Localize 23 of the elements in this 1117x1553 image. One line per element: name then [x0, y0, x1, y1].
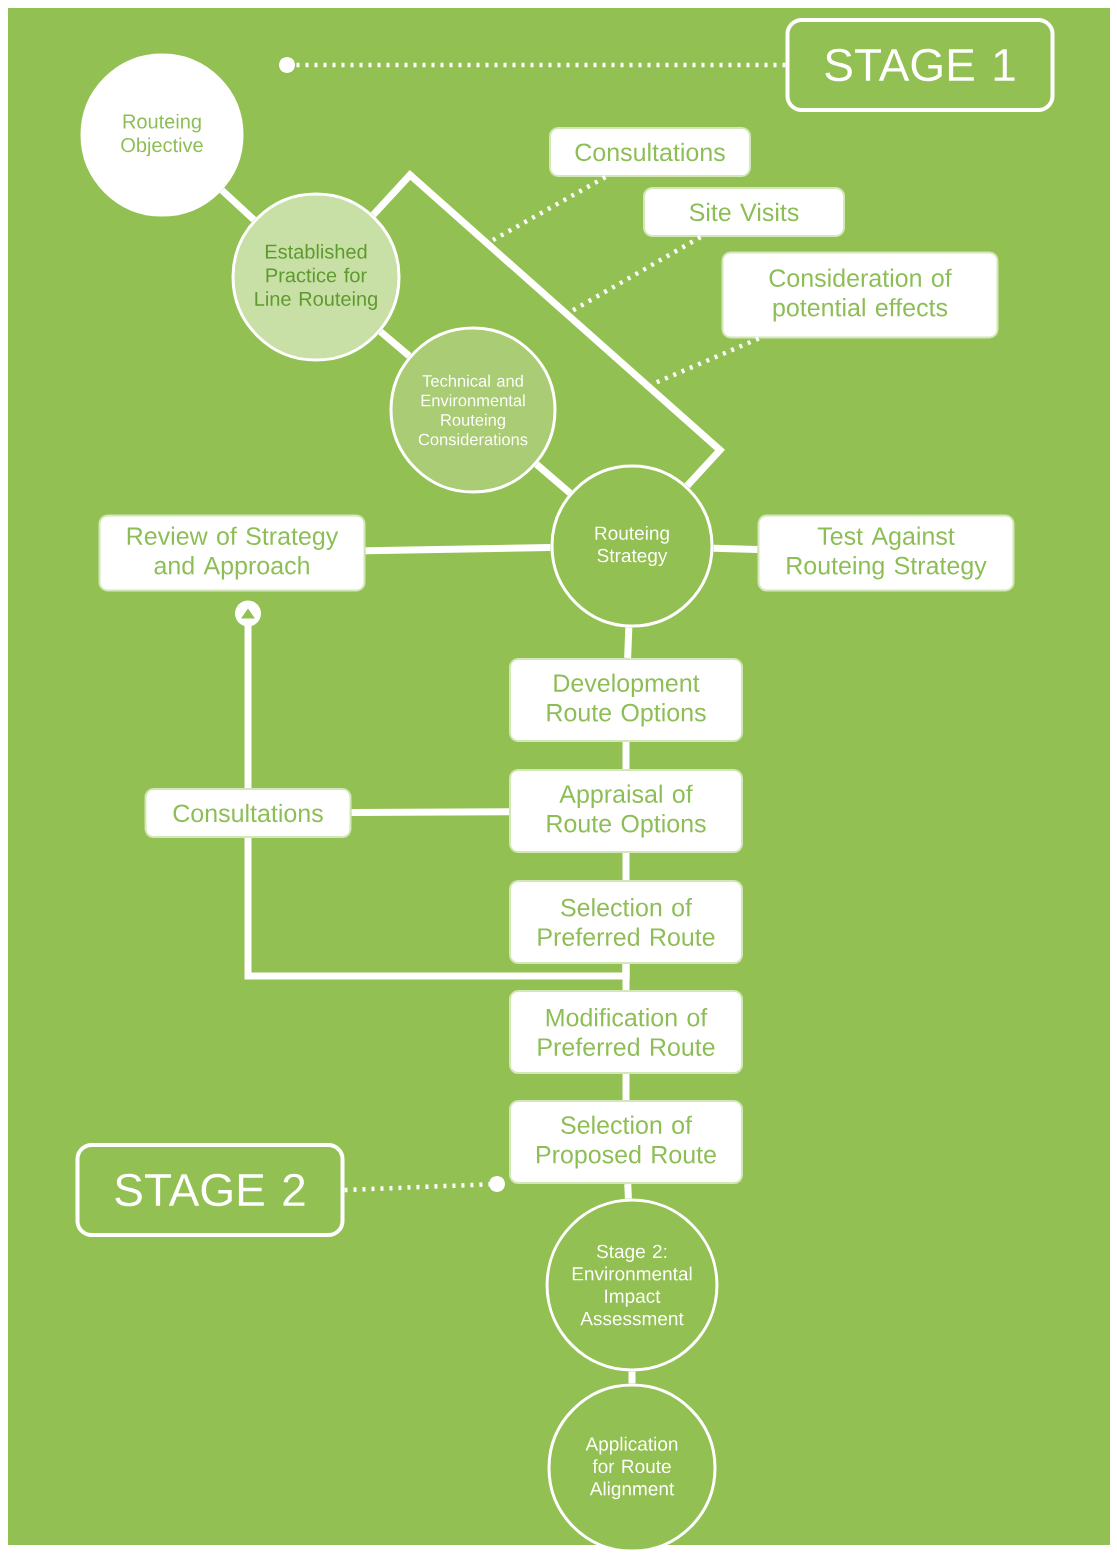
process-box: Modification of Preferred Route [509, 990, 743, 1074]
process-box: Site Visits [643, 187, 845, 237]
process-box: Selection of Preferred Route [509, 880, 743, 964]
process-box: Selection of Proposed Route [509, 1100, 743, 1184]
stage-label-box: STAGE 1 [785, 18, 1055, 112]
leader-line [491, 175, 607, 242]
connector-line [370, 170, 725, 489]
connector-line [219, 187, 257, 223]
connector-line [378, 328, 412, 359]
stage-label-box: STAGE 2 [75, 1143, 345, 1237]
process-box: Review of Strategy and Approach [98, 514, 366, 592]
dotted-pointer [279, 57, 786, 73]
dotted-pointer [344, 1176, 505, 1193]
process-box: Development Route Options [509, 658, 743, 742]
process-box: Appraisal of Route Options [509, 769, 743, 853]
process-box: Consideration of potential effects [721, 251, 999, 339]
node-label: Application for Route Alignment [585, 1436, 678, 1500]
process-box: Consultations [549, 127, 751, 177]
leader-line [654, 336, 760, 386]
process-box: Test Against Routeing Strategy [757, 514, 1015, 592]
process-box: Consultations [144, 788, 352, 838]
connector-line [534, 461, 573, 496]
connector-line [351, 808, 510, 816]
